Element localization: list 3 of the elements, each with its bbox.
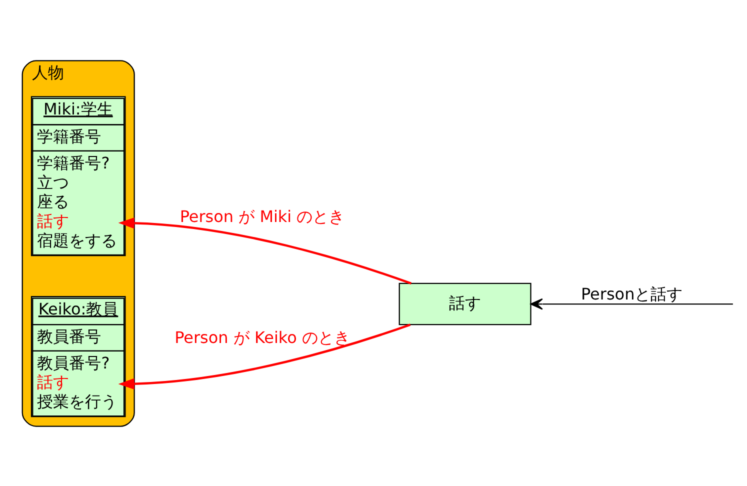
edge-label: Personと話す [580,284,683,304]
edge-label: Person が Miki のとき [180,206,345,226]
edge-label: Person が Keiko のとき [174,328,350,347]
